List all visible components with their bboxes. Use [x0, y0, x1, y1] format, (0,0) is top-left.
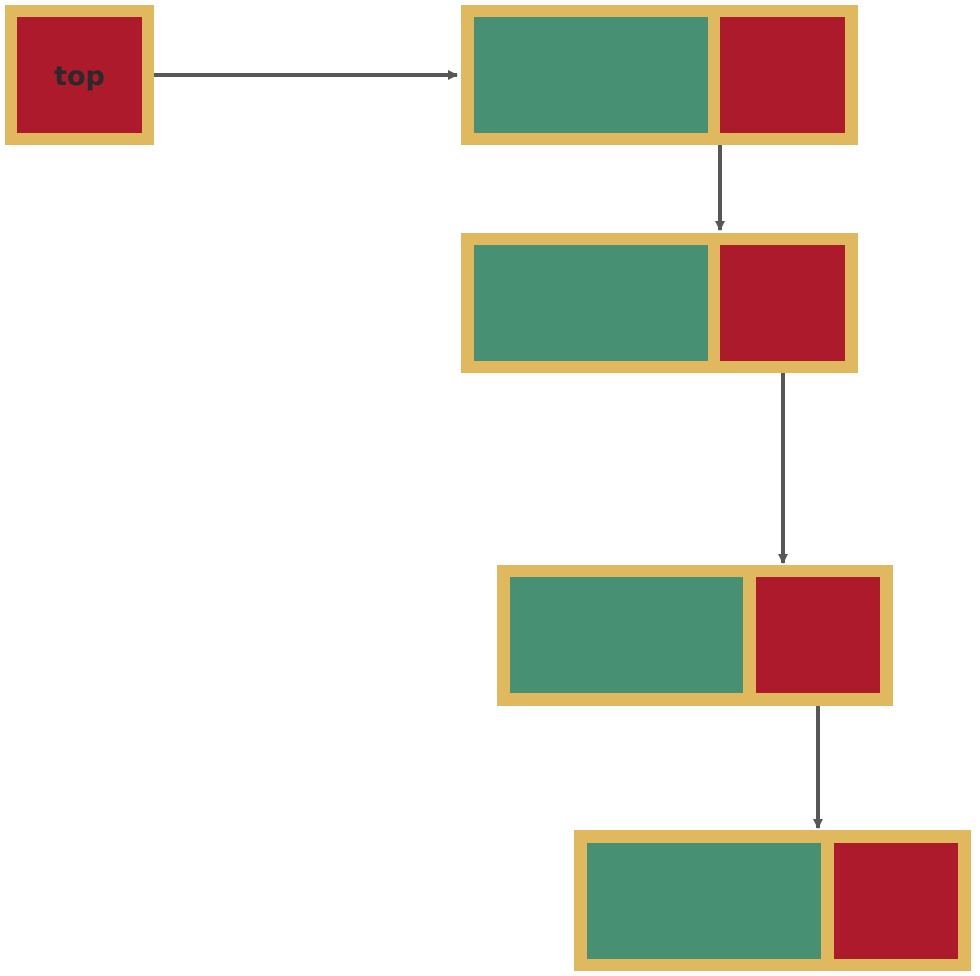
node-4-data-cell	[587, 843, 821, 959]
top-pointer-label: top	[54, 61, 105, 92]
arrows	[154, 70, 823, 829]
stack-node-1	[461, 5, 858, 145]
node-4-next-cell	[834, 843, 958, 959]
stack-node-4	[574, 830, 971, 971]
node-2-next-cell	[720, 245, 845, 361]
node-3-next-cell	[756, 577, 880, 693]
stack-node-2	[461, 233, 858, 373]
node-2-data-cell	[474, 245, 708, 361]
top-pointer: top	[5, 5, 154, 145]
top-pointer-cell	[17, 17, 142, 133]
node-1-next-cell	[720, 17, 845, 133]
stack-node-3	[497, 565, 893, 706]
node-3-data-cell	[510, 577, 743, 693]
node-1-data-cell	[474, 17, 708, 133]
